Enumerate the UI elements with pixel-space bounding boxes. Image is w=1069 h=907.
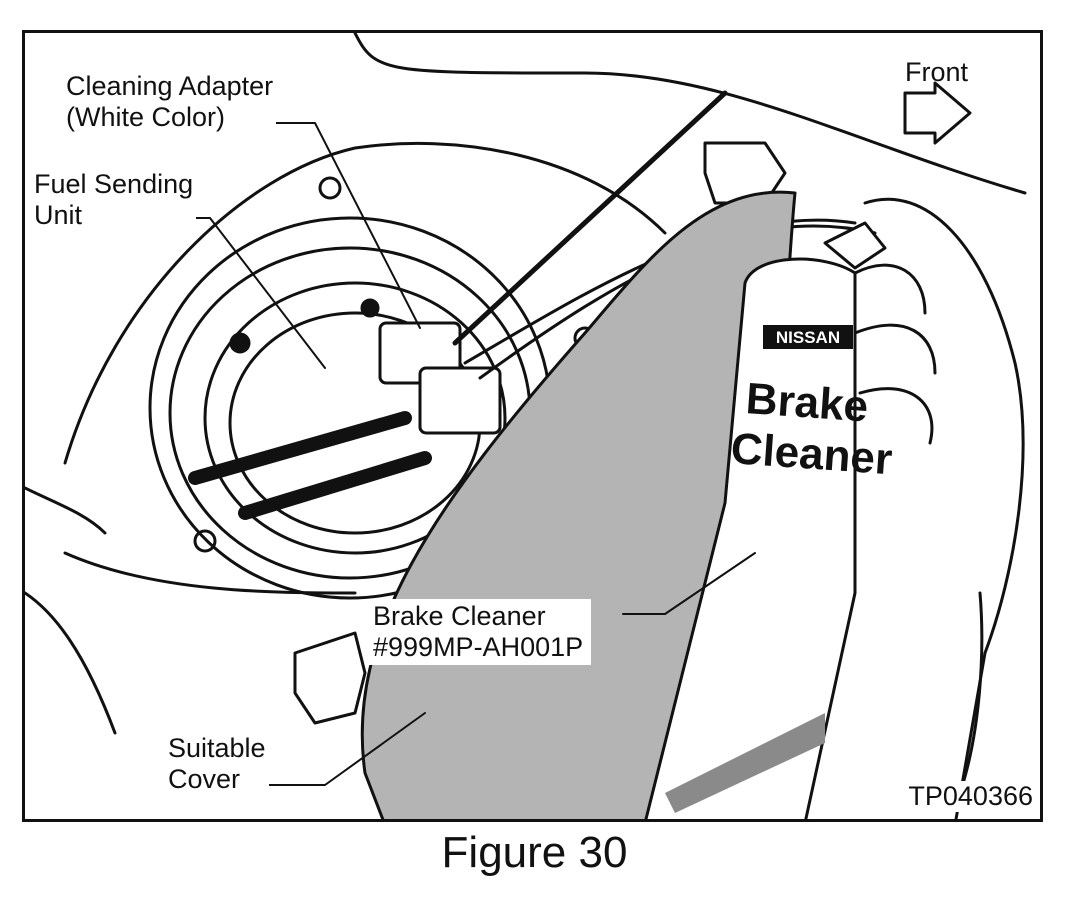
leader-line	[269, 122, 421, 329]
can-nozzle	[823, 221, 887, 270]
label-suitable-cover: Suitable Cover	[165, 733, 269, 795]
can-brand-text: NISSAN	[776, 328, 840, 347]
tank-outline-top	[353, 33, 1027, 195]
tank-panel-outline-lower	[63, 551, 357, 595]
label-brake-cleaner-line2: #999MP-AH001P	[373, 632, 584, 662]
tank-panel-outline	[63, 141, 667, 465]
figure-caption: Figure 30	[441, 828, 628, 877]
can-text-line1: Brake	[744, 374, 869, 431]
label-fuel-sending-unit-line1: Fuel Sending	[34, 169, 194, 199]
can-text-line2: Cleaner	[729, 424, 893, 484]
tank-opening-inner	[203, 281, 507, 555]
fuel-tank-illustration: NISSAN Brake Cleaner	[25, 33, 1027, 819]
label-cleaning-adapter-line2: (White Color)	[66, 102, 226, 132]
label-cleaning-adapter-line1: Cleaning Adapter	[66, 71, 274, 101]
label-cleaning-adapter: Cleaning Adapter (White Color)	[63, 71, 277, 133]
tank-left-edge	[25, 486, 117, 735]
front-arrow	[903, 81, 972, 145]
brake-cleaner-can	[644, 257, 857, 819]
leader-line	[622, 552, 756, 615]
cleaning-adapter-body-2	[418, 366, 502, 435]
adapter-wire	[452, 90, 728, 346]
label-suitable-cover-line2: Cover	[168, 764, 241, 794]
label-suitable-cover-line1: Suitable	[168, 733, 266, 763]
glove-fingers	[853, 263, 937, 445]
bolt	[360, 298, 380, 318]
leader-line	[264, 712, 426, 786]
label-brake-cleaner: Brake Cleaner #999MP-AH001P	[365, 599, 592, 665]
bolt	[193, 529, 217, 553]
can-stripe	[665, 713, 825, 813]
label-front: Front	[905, 57, 969, 87]
fuel-hose	[188, 411, 412, 485]
label-brake-cleaner-line1: Brake Cleaner	[373, 601, 546, 631]
gloved-hand	[863, 197, 1025, 819]
label-fuel-sending-unit: Fuel Sending Unit	[31, 169, 197, 231]
bolt	[229, 332, 251, 354]
filler-clip	[293, 631, 367, 725]
bolt	[318, 176, 342, 200]
figure-code: TP040366	[905, 781, 1036, 812]
glove-cuff	[958, 591, 984, 795]
illustration-frame: NISSAN Brake Cleaner Cleaning Adapter (W…	[22, 30, 1043, 822]
label-fuel-sending-unit-line2: Unit	[34, 200, 83, 230]
can-brand-box	[763, 325, 853, 349]
fuel-hose	[238, 451, 432, 520]
